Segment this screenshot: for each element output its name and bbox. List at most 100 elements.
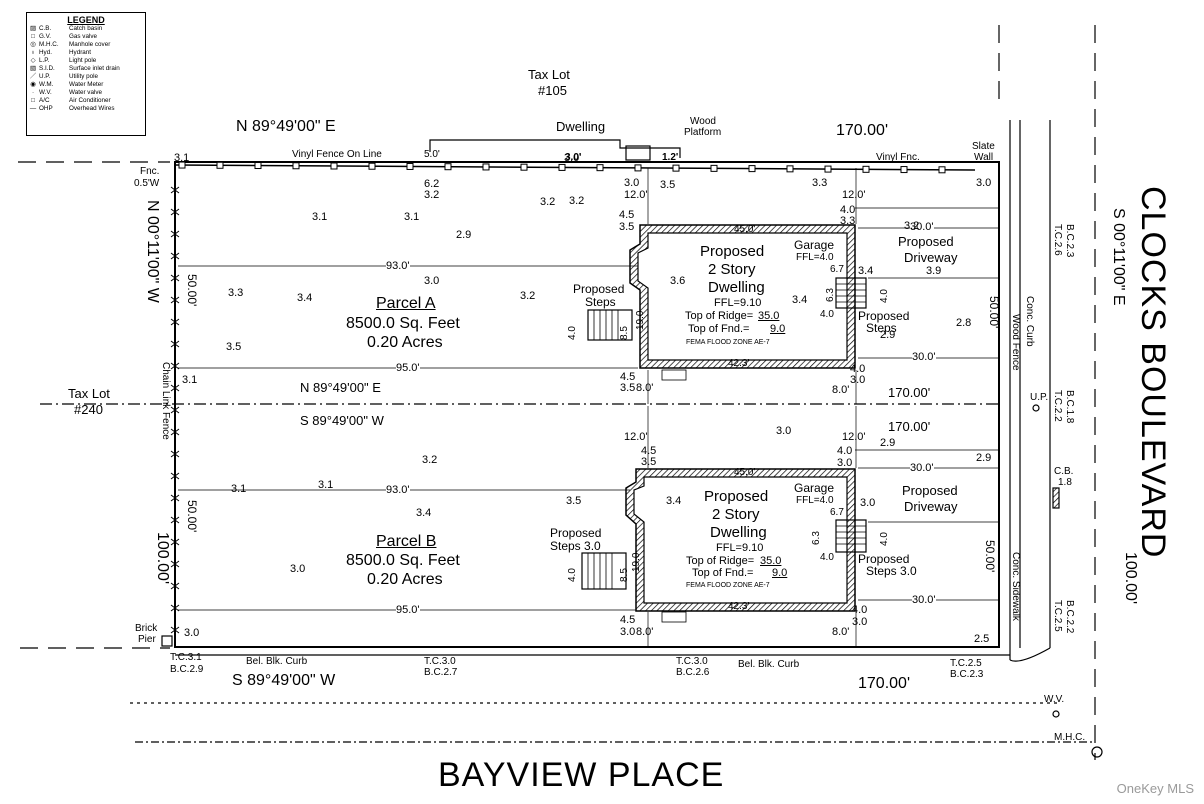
steps-b-label-1: Proposed (550, 526, 602, 540)
fence-post (900, 166, 908, 174)
spot-elevation: 2.9 (880, 437, 896, 449)
dim-label: 45.0' (734, 467, 756, 478)
spot-elevation: 3.2 (540, 196, 556, 208)
dim-label: 3.0' (565, 152, 582, 163)
step-dim: 8.5 (619, 326, 630, 340)
legend-row: ·W.V.Water valve (27, 89, 145, 97)
spot-elevation: 3.3 (840, 215, 856, 227)
manhole-label: M.H.C. (1054, 732, 1086, 743)
legend-abbr: G.V. (39, 33, 52, 40)
conc-sidewalk-label: Conc. Sidewalk (1010, 552, 1021, 621)
spot-elevation: 2.9 (880, 329, 896, 341)
west-total-length: 100.00' (154, 532, 171, 584)
dim-label: 93.0' (386, 260, 410, 272)
fence-post (330, 162, 338, 170)
curb-bc: B.C.1.8 (1064, 390, 1075, 424)
spot-elevation: 3.4 (297, 292, 313, 304)
spot-elevation: 3.3 (812, 177, 828, 189)
dim-label: 30.0' (912, 594, 936, 606)
chain-link-mark (170, 516, 180, 524)
legend-desc: Air Conditioner (69, 97, 111, 104)
fnc-label: Fnc. (140, 166, 160, 177)
legend-symbol-icon: ♁ (30, 49, 36, 56)
catch-basin-label: C.B. (1054, 466, 1074, 477)
garage-a-ffl: FFL=4.0 (796, 252, 834, 263)
dim-label: 8.0' (832, 626, 850, 638)
spot-elevation: 3.5 (660, 179, 676, 191)
fence-post (824, 165, 832, 173)
fence-post (178, 161, 186, 169)
side-steps-a-label-1: Proposed (858, 309, 910, 323)
legend-row: ▨C.B.Catch basin (27, 25, 145, 33)
chain-link-mark (170, 428, 180, 436)
driveway-b-label-2: Driveway (904, 499, 958, 514)
platform-label: Platform (684, 127, 722, 138)
spot-elevation: 3.0 (184, 627, 200, 639)
chain-link-mark (170, 208, 180, 216)
dim-label: 42.3' (728, 601, 750, 612)
legend-row: ◇L.P.Light pole (27, 57, 145, 65)
east-length-b: 50.00' (983, 540, 997, 573)
spot-elevation: 4.0 (840, 204, 856, 216)
dim-label: 45.0' (734, 224, 756, 235)
spot-elevation: 3.0 (424, 275, 440, 287)
legend-symbol-icon: ／ (29, 73, 37, 80)
spot-elevation: 3.2 (424, 189, 440, 201)
house-a-fnd-value: 9.0 (770, 323, 786, 335)
spot-elevation: 3.2 (422, 454, 438, 466)
chain-link-mark (170, 384, 180, 392)
west-tax-lot-number: #240 (74, 402, 103, 417)
side-steps-b-label-2: Steps 3.0 (866, 564, 917, 578)
chain-link-mark (170, 472, 180, 480)
chain-link-mark (170, 340, 180, 348)
legend-row: □G.V.Gas valve (27, 33, 145, 41)
dim-label: 30.0' (910, 221, 934, 233)
legend-row: ♁Hyd.Hydrant (27, 49, 145, 57)
spot-elevation: 3.9 (926, 265, 942, 277)
spot-elevation: 3.4 (858, 265, 874, 277)
legend-desc: Manhole cover (69, 41, 111, 48)
spot-elevation: 3.0 (850, 374, 866, 386)
parcel-a-area: 8500.0 Sq. Feet (346, 315, 460, 332)
house-a-label-2: 2 Story (708, 261, 756, 278)
house-b-label-3: Dwelling (710, 524, 767, 541)
spot-elevation: 6.2 (424, 178, 440, 190)
spot-elevation: 4.0 (850, 363, 866, 375)
step-dim: 4.0 (567, 568, 578, 582)
steps-b-label-2: Steps 3.0 (550, 539, 601, 553)
west-length-a: 50.00' (185, 274, 199, 307)
legend-abbr: M.H.C. (39, 41, 59, 48)
dim-label: 30.0' (910, 462, 934, 474)
fence-post (406, 162, 414, 170)
south-street-name: BAYVIEW PLACE (438, 756, 725, 794)
house-a-ffl: FFL=9.10 (714, 297, 762, 309)
dim-label: 12.0' (624, 431, 648, 443)
dim-label: 42.3' (728, 358, 750, 369)
house-b-label-1: Proposed (704, 488, 769, 505)
spot-elevation: 3.0 (624, 177, 640, 189)
chain-link-mark (170, 450, 180, 458)
garage-dim: 6.7 (830, 264, 844, 275)
chain-link-fence-label: Chain Link Fence (160, 362, 171, 440)
chain-link-mark (170, 406, 180, 414)
slate-label: Slate (972, 141, 995, 152)
house-dim: 19.0 (631, 552, 642, 572)
chain-link-mark (170, 318, 180, 326)
parcel-a-acres: 0.20 Acres (367, 334, 443, 351)
dim-label: 12.0' (624, 189, 648, 201)
spot-elevation: 3.3 (228, 287, 244, 299)
spot-elevation: 3.5 (619, 221, 635, 233)
curb-bc: B.C.2.9 (170, 664, 204, 675)
legend-desc: Water valve (69, 89, 103, 96)
house-a-label-1: Proposed (700, 243, 765, 260)
division-bearing-b: S 89°49'00" W (300, 413, 384, 428)
step-dim: 4.0 (879, 289, 890, 303)
vinyl-fnc-label: Vinyl Fnc. (876, 152, 920, 163)
house-b-ffl: FFL=9.10 (716, 542, 764, 554)
spot-elevation: 3.1 (182, 374, 198, 386)
spot-elevation: 3.1 (231, 483, 247, 495)
house-b-fema: FEMA FLOOD ZONE AE-7 (686, 582, 770, 589)
fence-post (558, 163, 566, 171)
house-a-ridge-label: Top of Ridge= (685, 310, 754, 322)
legend-abbr: L.P. (39, 57, 50, 64)
